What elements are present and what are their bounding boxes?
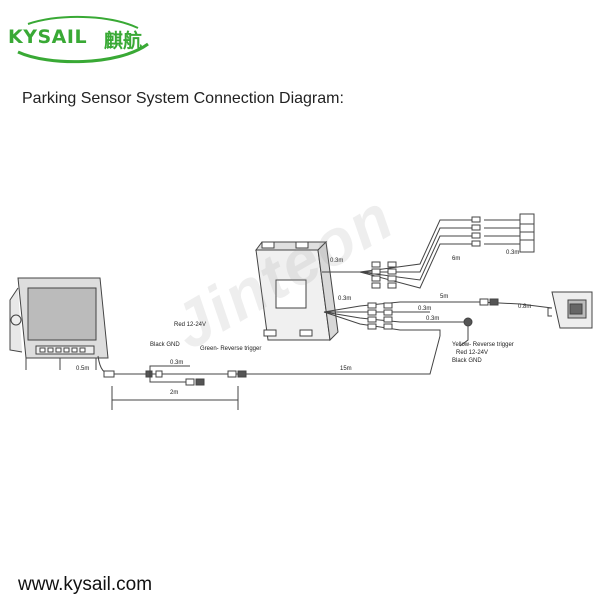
label-08m: 0.8m bbox=[518, 304, 531, 310]
label-box-03-b: 0.3m bbox=[418, 306, 431, 312]
label-green: Green- Reverse trigger bbox=[200, 346, 261, 352]
diagram-title: Parking Sensor System Connection Diagram… bbox=[22, 90, 344, 107]
label-cable-03: 0.3m bbox=[170, 360, 183, 366]
label-sensor-03: 0.3m bbox=[506, 250, 519, 256]
label-red: Red 12-24V bbox=[174, 322, 206, 328]
website-url[interactable]: www.kysail.com bbox=[18, 574, 153, 595]
camera-icon bbox=[547, 291, 593, 329]
label-black: Black GND bbox=[150, 342, 180, 348]
label-cam-03-top: 0.3m bbox=[330, 258, 343, 264]
monitor-icon bbox=[9, 277, 109, 370]
label-box-03-c: 0.3m bbox=[426, 316, 439, 322]
brand-name: KYSAIL bbox=[8, 26, 88, 48]
label-15m: 15m bbox=[340, 366, 352, 372]
label-monitor-05m: 0.5m bbox=[76, 366, 89, 372]
brand-name-cn: 麒航 bbox=[104, 30, 143, 52]
label-yellow: Yellow- Reverse trigger bbox=[452, 342, 514, 348]
kysail-logo: KYSAIL 麒航 bbox=[8, 14, 158, 64]
logo-swoosh-icon bbox=[17, 15, 149, 64]
connection-diagram: 0.3m 6m 0.3m 0.3m 0.3m 0.3m 5m 0.8m 0.5m… bbox=[9, 213, 593, 410]
label-black2: Black GND bbox=[452, 358, 482, 364]
label-2m: 2m bbox=[170, 390, 178, 396]
label-red2: Red 12-24V bbox=[456, 350, 488, 356]
label-5m: 5m bbox=[440, 294, 448, 300]
sensor-icon bbox=[484, 213, 535, 253]
label-6m: 6m bbox=[452, 256, 460, 262]
label-box-03-a: 0.3m bbox=[338, 296, 351, 302]
